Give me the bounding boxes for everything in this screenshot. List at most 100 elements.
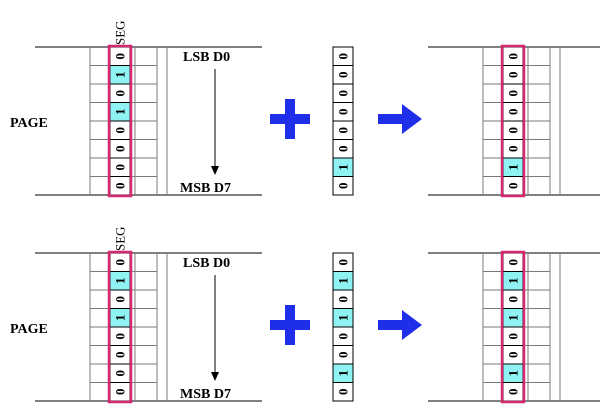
display-page-cell: 0	[109, 139, 131, 159]
write-data-cell: 0	[332, 120, 354, 140]
display-page-cell: 0	[109, 382, 131, 402]
result-page-bit: 1	[506, 315, 521, 322]
arrow-right-icon-head	[402, 310, 422, 340]
write-data-bit: 0	[336, 296, 351, 303]
arrow-down-icon	[211, 69, 219, 175]
display-page-cell: 0	[109, 252, 131, 272]
msb-label: MSB D7	[180, 387, 231, 402]
result-page-cell: 0	[502, 289, 524, 309]
arrow-right-icon	[378, 104, 422, 134]
arrow-right-icon-shaft	[378, 320, 404, 330]
write-data-bit: 1	[336, 278, 351, 285]
write-data-cell: 0	[332, 139, 354, 159]
display-page-cell: 0	[109, 46, 131, 66]
display-page-cell: 0	[109, 83, 131, 103]
msb-label: MSB D7	[180, 181, 231, 196]
write-data-bit: 0	[336, 90, 351, 97]
result-page-bit: 0	[506, 127, 521, 134]
display-page-cell: 0	[109, 157, 131, 177]
write-data-bit: 0	[336, 333, 351, 340]
arrow-down-icon-head	[211, 166, 219, 175]
write-data-bit: 0	[336, 146, 351, 153]
write-data-bit: 0	[336, 183, 351, 190]
write-data-cell: 0	[332, 289, 354, 309]
write-data-bit: 1	[336, 315, 351, 322]
display-page-bit: 0	[113, 183, 128, 190]
write-data-cell: 0	[332, 326, 354, 346]
display-page-bit: 1	[113, 278, 128, 285]
display-page-bit: 0	[113, 352, 128, 359]
display-page-cell: 1	[109, 65, 131, 85]
write-data-cell: 0	[332, 65, 354, 85]
display-page-cell: 0	[109, 363, 131, 383]
display-page-bit: 0	[113, 53, 128, 60]
display-page-bit: 1	[113, 315, 128, 322]
write-data-cell: 0	[332, 46, 354, 66]
display-page-bit: 0	[113, 259, 128, 266]
display-page-cell: 0	[109, 326, 131, 346]
display-page-cell: 0	[109, 345, 131, 365]
display-page-cell: 0	[109, 176, 131, 196]
result-page-bit: 0	[506, 389, 521, 396]
lsb-label: LSB D0	[183, 50, 230, 65]
write-data-cell: 0	[332, 252, 354, 272]
result-page-segment-frame	[500, 250, 526, 404]
write-data-bit: 1	[336, 370, 351, 377]
display-page-bit: 0	[113, 127, 128, 134]
page-label: PAGE	[10, 322, 48, 337]
result-page-cell: 0	[502, 345, 524, 365]
display-page-cell: 1	[109, 102, 131, 122]
result-page-bit: 0	[506, 146, 521, 153]
write-data-cell: 0	[332, 382, 354, 402]
plus-icon	[270, 99, 310, 139]
result-page-bit: 1	[506, 278, 521, 285]
write-data-bit: 0	[336, 53, 351, 60]
write-data-bit: 0	[336, 127, 351, 134]
write-data-cell: 1	[332, 308, 354, 328]
display-page-bit: 0	[113, 370, 128, 377]
write-data-cell: 1	[332, 363, 354, 383]
result-page-cell: 0	[502, 176, 524, 196]
write-data-bit: 0	[336, 389, 351, 396]
seg-label: SEG	[113, 226, 128, 251]
result-page-cell: 0	[502, 139, 524, 159]
result-page-bit: 0	[506, 53, 521, 60]
write-data-cell: 1	[332, 157, 354, 177]
display-page-cell: 0	[109, 289, 131, 309]
result-page-cell: 0	[502, 120, 524, 140]
result-page-cell: 0	[502, 382, 524, 402]
result-page-cell: 1	[502, 363, 524, 383]
result-page-cell: 0	[502, 46, 524, 66]
display-page-bit: 0	[113, 146, 128, 153]
display-page-bit: 0	[113, 90, 128, 97]
display-page-bit: 0	[113, 296, 128, 303]
display-page-bit: 1	[113, 72, 128, 79]
result-page-bit: 0	[506, 183, 521, 190]
write-data-bit: 0	[336, 109, 351, 116]
write-data-cell: 0	[332, 345, 354, 365]
result-page-cell: 0	[502, 326, 524, 346]
display-page-segment-frame	[107, 44, 133, 198]
result-page-bit: 1	[506, 370, 521, 377]
result-page-segment-frame	[500, 44, 526, 198]
display-page-segment-frame	[107, 250, 133, 404]
plus-icon-bar-v	[285, 305, 295, 345]
plus-icon-bar-v	[285, 99, 295, 139]
result-page-cell: 1	[502, 157, 524, 177]
result-page-bit: 0	[506, 259, 521, 266]
result-page-bit: 1	[506, 164, 521, 171]
display-page-bit: 1	[113, 109, 128, 116]
arrow-down-icon	[211, 275, 219, 381]
page-label: PAGE	[10, 116, 48, 131]
arrow-right-icon	[378, 310, 422, 340]
result-page-bit: 0	[506, 109, 521, 116]
plus-icon	[270, 305, 310, 345]
write-data-bit: 0	[336, 72, 351, 79]
display-page-cell: 1	[109, 308, 131, 328]
display-page-bit: 0	[113, 164, 128, 171]
write-data-cell: 0	[332, 102, 354, 122]
